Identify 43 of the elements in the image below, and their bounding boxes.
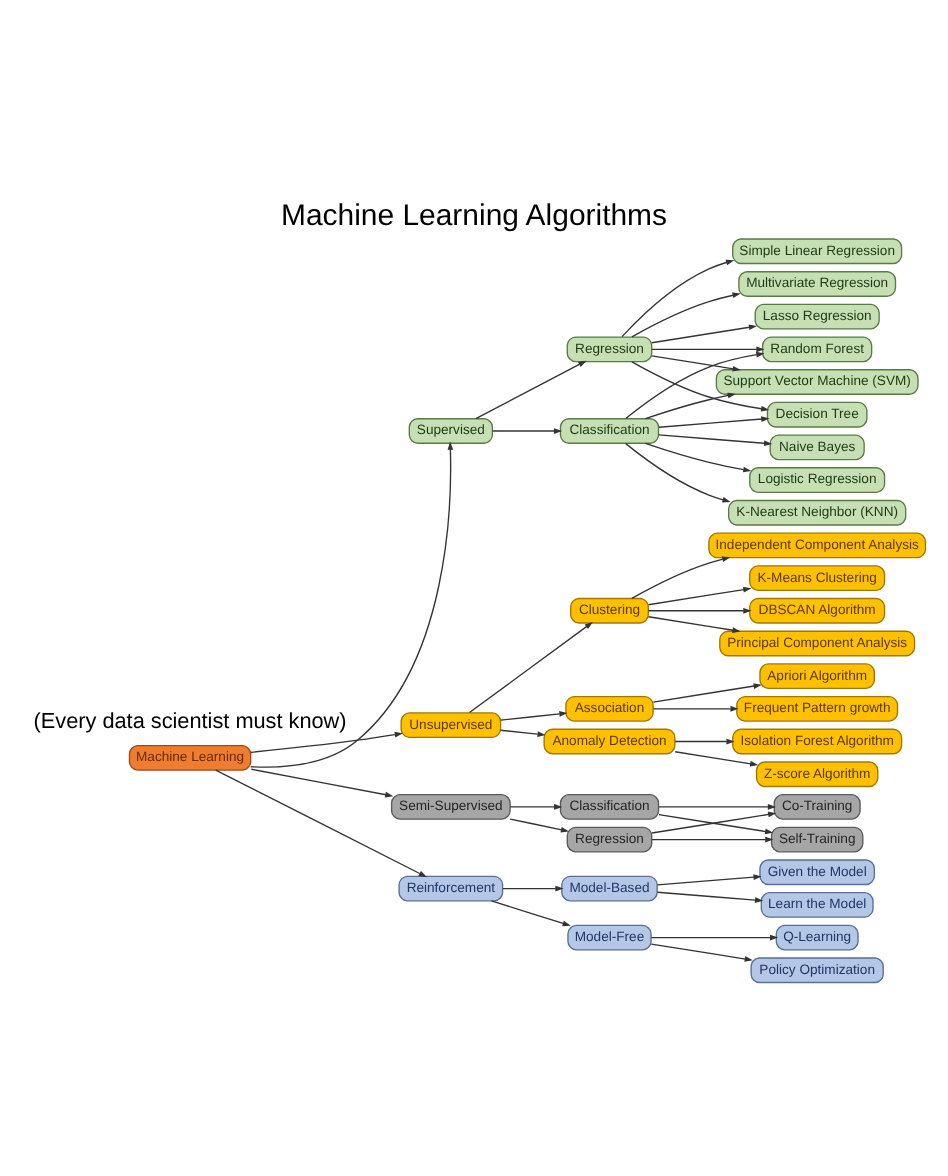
arrow bbox=[647, 585, 752, 605]
arrow bbox=[500, 710, 568, 720]
arrow bbox=[492, 427, 563, 433]
arrow bbox=[509, 803, 563, 809]
arrow bbox=[502, 884, 564, 891]
arrow bbox=[650, 942, 753, 961]
arrow bbox=[647, 606, 752, 613]
arrow bbox=[500, 728, 546, 736]
arrow bbox=[656, 873, 762, 885]
arrow bbox=[468, 620, 593, 713]
arrow bbox=[651, 810, 777, 833]
arrow bbox=[658, 433, 773, 446]
label: (Every data scientist must know) bbox=[33, 708, 347, 733]
arrow bbox=[625, 350, 765, 419]
arrow bbox=[651, 345, 765, 352]
arrow bbox=[651, 323, 758, 343]
arrow bbox=[475, 359, 587, 419]
arrow bbox=[621, 258, 735, 337]
arrow bbox=[509, 817, 570, 832]
arrow bbox=[631, 291, 741, 337]
arrow bbox=[644, 441, 752, 472]
arrow bbox=[652, 682, 762, 702]
arrow bbox=[658, 812, 774, 834]
arrow bbox=[250, 440, 454, 767]
arrow bbox=[250, 767, 394, 797]
arrow bbox=[656, 890, 764, 902]
arrow bbox=[631, 555, 731, 598]
arrow bbox=[651, 835, 774, 842]
arrow bbox=[647, 615, 741, 633]
arrow bbox=[658, 803, 777, 809]
arrow bbox=[215, 768, 427, 877]
arrow bbox=[490, 899, 571, 926]
arrow bbox=[650, 933, 779, 940]
arrow bbox=[644, 391, 736, 419]
arrow bbox=[625, 441, 731, 502]
arrow bbox=[658, 415, 770, 427]
arrow bbox=[250, 730, 403, 752]
diagram-title: Machine Learning Algorithms bbox=[280, 197, 668, 232]
arrow bbox=[674, 750, 759, 766]
arrow bbox=[652, 704, 739, 711]
arrow bbox=[651, 354, 741, 371]
arrow bbox=[674, 737, 735, 744]
arrow bbox=[631, 360, 770, 411]
